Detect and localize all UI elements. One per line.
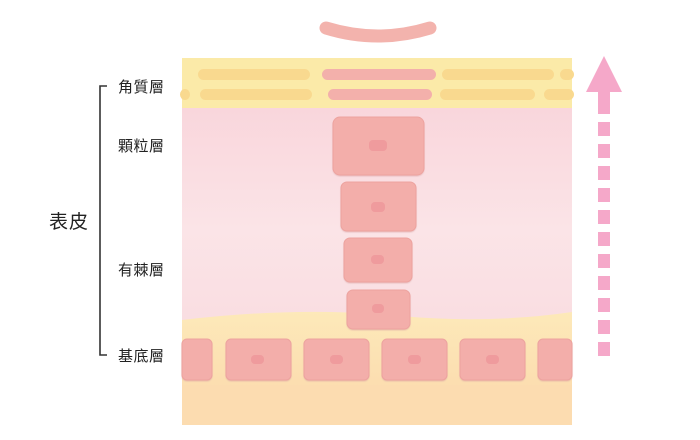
label-stratum-basale: 基底層: [118, 347, 165, 365]
spinous-cells: [340, 181, 417, 330]
horny-layer-lines: [180, 69, 574, 100]
label-stratum-granulosum: 顆粒層: [118, 137, 165, 155]
granular-cell: [332, 116, 425, 176]
basal-cells: [181, 338, 573, 381]
upward-arrow-icon: [586, 56, 622, 356]
horny-layer: [182, 58, 572, 108]
shed-cell-icon: [319, 21, 437, 43]
horny-cells: [322, 69, 436, 100]
epidermis-bracket: [99, 85, 107, 356]
dermis-bottom: [182, 385, 572, 425]
label-stratum-corneum: 角質層: [118, 78, 165, 96]
label-stratum-spinosum: 有棘層: [118, 261, 165, 279]
label-epidermis: 表皮: [49, 211, 90, 233]
